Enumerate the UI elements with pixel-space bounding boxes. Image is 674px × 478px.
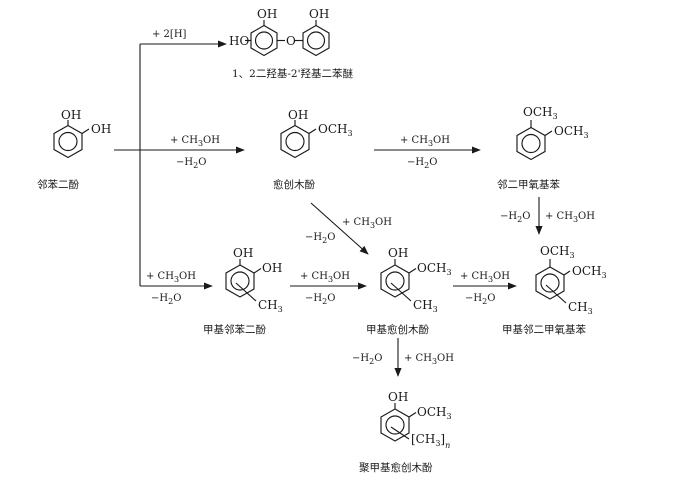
methoxy-group: OCH3	[523, 105, 558, 121]
benzene-ring	[516, 126, 546, 161]
aromatic-circle	[385, 271, 405, 291]
methoxy-group: OCH3	[572, 264, 607, 280]
hydroxyl-group: OH	[388, 390, 408, 404]
reagent-methanol-3: + CH3OH	[545, 211, 595, 224]
reagent-water-6: −H2O	[305, 293, 335, 306]
methyl-substituent-bond	[545, 284, 567, 304]
methyl-group: CH3	[258, 298, 283, 314]
structure-veratrole: OCH3 OCH3 邻二甲氧基苯	[497, 105, 589, 191]
compound-name: 邻苯二酚	[37, 178, 79, 191]
reagent-methanol-7: + CH3OH	[460, 271, 510, 284]
compound-name: 甲基愈创木酚	[366, 323, 429, 336]
reagent-labels: + 2[H] + CH3OH −H2O + CH3OH −H2O −H2O + …	[146, 29, 595, 366]
compound-name: 愈创木酚	[273, 178, 315, 191]
compound-name: 甲基邻苯二酚	[203, 323, 266, 336]
methyl-substituent-bond	[235, 282, 257, 302]
methoxy-group: OCH3	[417, 261, 452, 277]
reagent-water-4: −H2O	[305, 232, 335, 245]
methyl-group: CH3	[413, 298, 438, 314]
methyl-substituent-bond	[390, 282, 412, 302]
reagent-water-7: −H2O	[465, 293, 495, 306]
methoxy-group: OCH3	[554, 124, 589, 140]
structure-methylguaiacol: OH OCH3 CH3 甲基愈创木酚	[366, 246, 452, 336]
methoxy-group: OCH3	[318, 122, 353, 138]
methoxy-group: OCH3	[540, 244, 575, 260]
aromatic-circle	[385, 415, 405, 435]
aromatic-circle	[58, 131, 78, 152]
reagent-water-2: −H2O	[407, 157, 437, 170]
hydroxyl-group: OH	[257, 7, 277, 21]
hydroxyl-group: OH	[233, 246, 253, 260]
arrow-guaiacol-to-methylguaiacol	[310, 202, 369, 255]
hydroxyl-group: OH	[91, 122, 111, 136]
reagent-methanol-2: + CH3OH	[400, 135, 450, 148]
compound-name: 聚甲基愈创木酚	[359, 461, 433, 474]
structure-guaiacol: OH OCH3 愈创木酚	[273, 108, 353, 191]
aromatic-circle	[285, 131, 305, 152]
hydroxyl-group: HO	[229, 34, 249, 48]
hydroxyl-group: OH	[262, 261, 282, 275]
hydroxyl-group: OH	[388, 246, 408, 260]
structure-catechol: OH OH 邻苯二酚	[37, 108, 111, 191]
benzene-ring	[53, 124, 83, 159]
reagent-methanol-4: + CH3OH	[342, 217, 392, 230]
reagent-methanol-5: + CH3OH	[146, 271, 196, 284]
benzene-ring	[280, 124, 310, 159]
reagent-water-8: −H2O	[352, 353, 382, 366]
reagent-hydrogenation: + 2[H]	[152, 29, 187, 40]
hydroxyl-group: OH	[61, 108, 81, 122]
reagent-methanol-1: + CH3OH	[170, 135, 220, 148]
reagent-methanol-6: + CH3OH	[300, 271, 350, 284]
benzene-ring	[250, 24, 278, 57]
reagent-methanol-8: + CH3OH	[404, 353, 454, 366]
aromatic-circle	[306, 31, 326, 50]
aromatic-circle	[521, 133, 541, 154]
structure-polymethylguaiacol: OH OCH3 [CH3]n 聚甲基愈创木酚	[359, 390, 452, 474]
hydroxyl-group: OH	[288, 108, 308, 122]
poly-methyl-group: [CH3]n	[411, 432, 450, 450]
benzene-ring	[380, 264, 410, 298]
hydroxyl-group: OH	[309, 7, 329, 21]
aromatic-circle	[230, 271, 250, 291]
reagent-water-1: −H2O	[176, 157, 206, 170]
compound-name: 邻二甲氧基苯	[497, 178, 560, 191]
reagent-water-3: −H2O	[500, 211, 530, 224]
structure-methylveratrole: OCH3 OCH3 CH3 甲基邻二甲氧基苯	[502, 244, 607, 336]
reagent-water-5: −H2O	[151, 293, 181, 306]
methoxy-group: OCH3	[417, 405, 452, 421]
compound-name: 1、2二羟基-2'羟基二苯醚	[232, 67, 353, 80]
aromatic-circle	[540, 273, 560, 293]
ether-oxygen: O	[286, 34, 296, 48]
compound-name: 甲基邻二甲氧基苯	[502, 323, 586, 336]
benzene-ring	[535, 266, 565, 300]
benzene-ring	[225, 264, 255, 298]
benzene-ring	[302, 24, 330, 57]
structure-dihydroxy-ether: OH HO O OH 1、2二羟基-2'羟基二苯醚	[229, 7, 353, 80]
reaction-arrows	[114, 40, 543, 377]
structure-methylcatechol: OH OH CH3 甲基邻苯二酚	[203, 246, 283, 336]
poly-methyl-substituent-bond	[390, 426, 410, 440]
methyl-group: CH3	[568, 300, 593, 316]
aromatic-circle	[254, 31, 274, 50]
